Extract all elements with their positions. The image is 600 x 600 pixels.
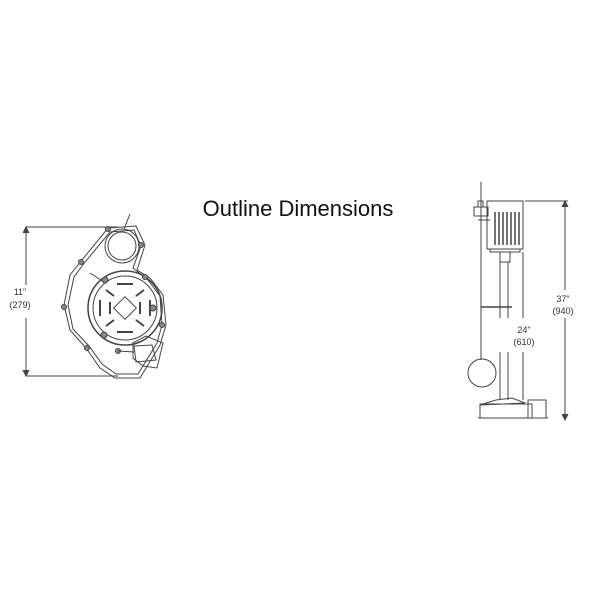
pipe-height-label-mm: (610) — [513, 337, 534, 347]
height-label-mm: (279) — [9, 300, 30, 310]
pipe-height-label-in: 24" — [517, 325, 530, 335]
overall-height-label-mm: (940) — [552, 306, 573, 316]
height-dimension-line — [22, 225, 118, 378]
pump-housing — [61, 213, 167, 379]
pump-column — [481, 251, 524, 400]
control-box — [117, 335, 164, 369]
pump-base — [478, 397, 548, 419]
height-label-in: 11" — [14, 287, 27, 297]
overall-height-label-in: 37" — [556, 294, 569, 304]
front-view-drawing: 11" (279) — [9, 213, 167, 379]
switch-bracket — [473, 200, 490, 221]
diagram-title: Outline Dimensions — [202, 196, 394, 221]
motor — [486, 200, 524, 253]
side-view-drawing: 37" (940) 24" (610) — [467, 182, 574, 422]
overall-height-dimension-line — [525, 199, 569, 422]
float-ball — [467, 358, 497, 388]
